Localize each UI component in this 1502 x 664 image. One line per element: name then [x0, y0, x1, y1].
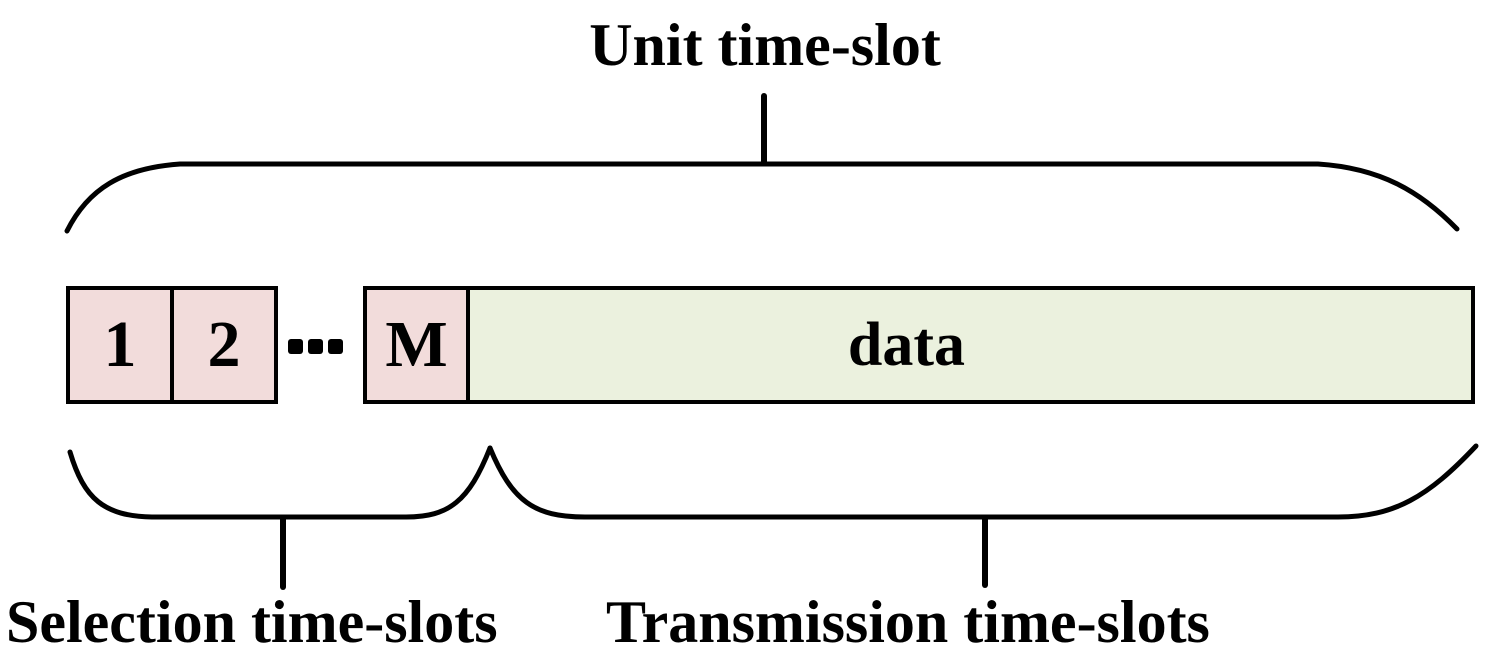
slot-2: 2: [174, 290, 274, 400]
ellipsis-dot: [288, 339, 303, 354]
slot-1: 1: [70, 290, 174, 400]
ellipsis-dot: [308, 339, 323, 354]
ellipsis-dot: [328, 339, 343, 354]
selection-slots-group: 1 2: [66, 286, 278, 404]
transmission-timeslots-label: Transmission time-slots: [606, 589, 1210, 655]
selection-timeslots-label: Selection time-slots: [6, 589, 498, 655]
data-segment: data: [470, 290, 1471, 400]
unit-timeslot-brace: [64, 161, 1460, 234]
ellipsis-dots: [288, 339, 343, 354]
slot-m-label: M: [385, 308, 448, 381]
slot-1-label: 1: [103, 308, 137, 381]
selection-timeslots-brace: [67, 445, 493, 520]
slot-2-label: 2: [207, 308, 241, 381]
slot-m-and-data-group: M data: [363, 286, 1475, 404]
transmission-timeslots-brace: [487, 443, 1479, 520]
data-segment-label: data: [847, 311, 966, 379]
unit-timeslot-label: Unit time-slot: [589, 12, 941, 78]
slot-m: M: [367, 290, 470, 400]
